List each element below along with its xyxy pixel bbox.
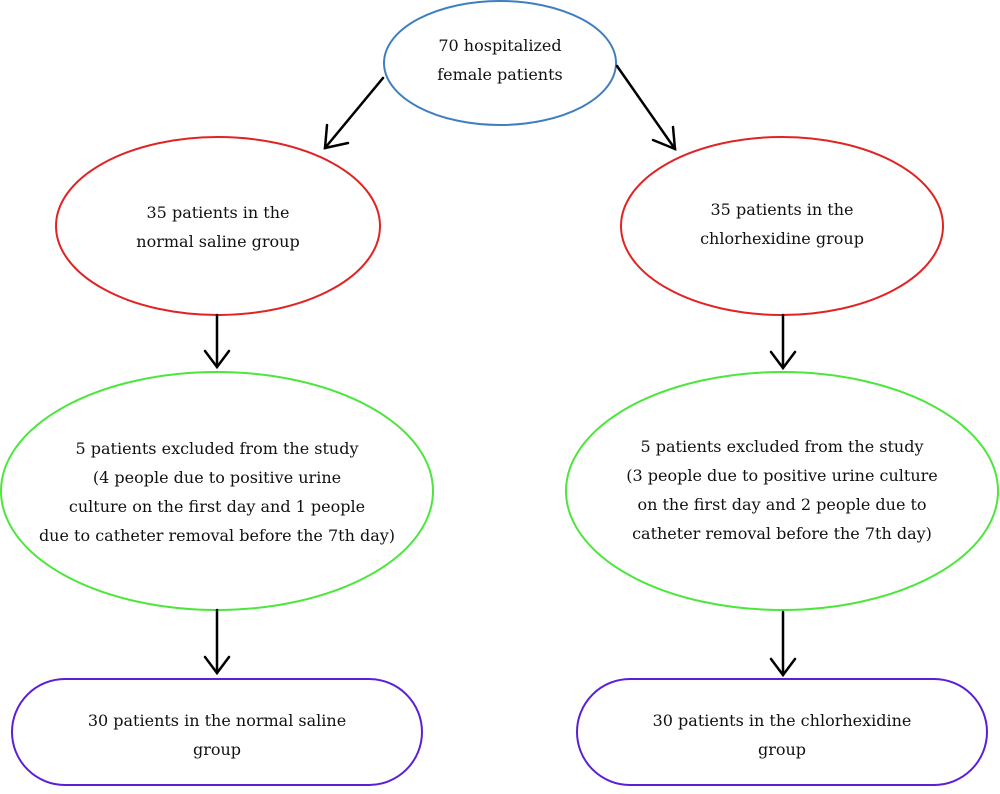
root-node-line-2: female patients [437,65,563,84]
root-node: 70 hospitalized female patients [400,25,600,95]
left-excluded-line-1: 5 patients excluded from the study [75,439,359,458]
left-excluded-line-4: due to catheter removal before the 7th d… [38,526,396,545]
left-excluded-node: 5 patients excluded from the study (4 pe… [37,430,397,554]
right-excluded-line-2: (3 people due to positive urine culture [626,466,938,485]
right-final-line-1: 30 patients in the chlorhexidine [652,711,912,730]
left-final-line-1: 30 patients in the normal saline [87,711,347,730]
left-final-line-2: group [192,740,242,759]
right-group-line-2: chlorhexidine group [700,229,864,248]
root-node-line-1: 70 hospitalized [438,36,562,55]
right-group-line-1: 35 patients in the [710,200,854,219]
arrow-left-excluded-to-final [203,608,231,676]
arrow-right-excluded-to-final [769,610,797,678]
right-excluded-node: 5 patients excluded from the study (3 pe… [602,428,962,552]
arrows [203,64,797,678]
right-group-node: 35 patients in the chlorhexidine group [652,193,912,255]
left-excluded-line-3: culture on the first day and 1 people [68,497,366,516]
arrow-left-group-to-excluded [203,313,231,370]
right-excluded-line-1: 5 patients excluded from the study [640,437,924,456]
right-excluded-node-shape [565,371,999,611]
arrow-root-to-right [615,64,677,151]
arrow-root-to-left [323,76,385,150]
right-final-line-2: group [757,740,807,759]
left-group-line-2: normal saline group [136,232,300,251]
root-node-shape [383,0,617,126]
left-excluded-line-2: (4 people due to positive urine [92,468,342,487]
left-group-node: 35 patients in the normal saline group [88,196,348,258]
left-final-node-shape [11,678,423,786]
right-final-node-shape [576,678,988,786]
left-final-node: 30 patients in the normal saline group [62,704,372,766]
right-excluded-line-4: catheter removal before the 7th day) [632,524,932,543]
left-group-line-1: 35 patients in the [146,203,290,222]
arrow-right-group-to-excluded [769,313,797,371]
right-excluded-line-3: on the first day and 2 people due to [637,495,927,514]
right-final-node: 30 patients in the chlorhexidine group [627,704,937,766]
